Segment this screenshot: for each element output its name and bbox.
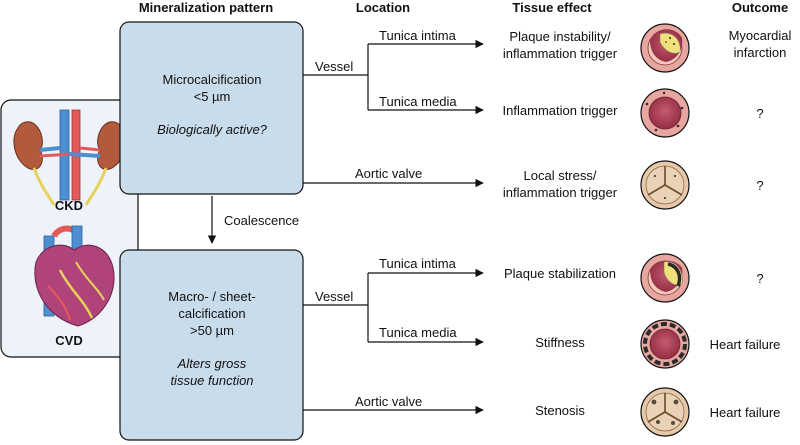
outcome-heart-failure-1: Heart failure: [710, 337, 781, 352]
effect-plaque-stabilization: Plaque stabilization: [504, 266, 616, 281]
macro-note1: Alters gross: [177, 356, 247, 371]
cvd-label: CVD: [55, 333, 82, 348]
media-micro-icon: [640, 88, 690, 138]
effect-local-stress-1: Local stress/: [524, 168, 597, 183]
macro-size: >50 µm: [190, 323, 234, 338]
header-mineralization: Mineralization pattern: [139, 0, 273, 15]
intima-stabilized-icon: [640, 253, 690, 303]
aortic-label-lower: Aortic valve: [355, 394, 422, 409]
outcome-unknown-2: ?: [756, 178, 763, 193]
micro-size: <5 µm: [194, 89, 231, 104]
aortic-valve-stenosis-icon: [640, 387, 690, 437]
vessel-label-upper: Vessel: [315, 59, 353, 74]
ckd-label: CKD: [55, 198, 83, 213]
aortic-valve-micro-icon: [640, 160, 690, 210]
intima-label-upper: Tunica intima: [379, 28, 457, 43]
media-label-lower: Tunica media: [379, 325, 457, 340]
heart-icon: [34, 225, 115, 327]
macro-line2: calcification: [178, 306, 245, 321]
effect-local-stress-2: inflammation trigger: [503, 185, 618, 200]
outcome-unknown-3: ?: [756, 271, 763, 286]
effect-stenosis: Stenosis: [535, 403, 585, 418]
vessel-label-lower: Vessel: [315, 289, 353, 304]
macro-note2: tissue function: [170, 373, 253, 388]
outcome-heart-failure-2: Heart failure: [710, 405, 781, 420]
effect-stiffness: Stiffness: [535, 335, 585, 350]
upper-branch-lines: [303, 39, 484, 188]
effect-inflammation-trigger: Inflammation trigger: [503, 103, 619, 118]
media-stiffness-icon: [640, 319, 690, 369]
micro-title: Microcalcification: [163, 72, 262, 87]
micro-note: Biologically active?: [157, 122, 268, 137]
intima-plaque-icon: [640, 23, 690, 73]
media-label-upper: Tunica media: [379, 94, 457, 109]
outcome-mi-1: Myocardial: [729, 28, 792, 43]
header-outcome: Outcome: [732, 0, 788, 15]
macro-line1: Macro- / sheet-: [168, 289, 255, 304]
header-tissue-effect: Tissue effect: [512, 0, 592, 15]
header-location: Location: [356, 0, 410, 15]
aortic-label-upper: Aortic valve: [355, 166, 422, 181]
lower-branch-lines: [303, 268, 484, 415]
microcalcification-box: [119, 21, 304, 195]
outcome-mi-2: infarction: [734, 45, 787, 60]
kidney-icon: [13, 109, 127, 206]
intima-label-lower: Tunica intima: [379, 256, 457, 271]
macrocalcification-box: [119, 249, 304, 441]
effect-plaque-instability-1: Plaque instability/: [509, 29, 611, 44]
coalescence-label: Coalescence: [224, 213, 299, 228]
effect-plaque-instability-2: inflammation trigger: [503, 46, 618, 61]
outcome-unknown-1: ?: [756, 106, 763, 121]
